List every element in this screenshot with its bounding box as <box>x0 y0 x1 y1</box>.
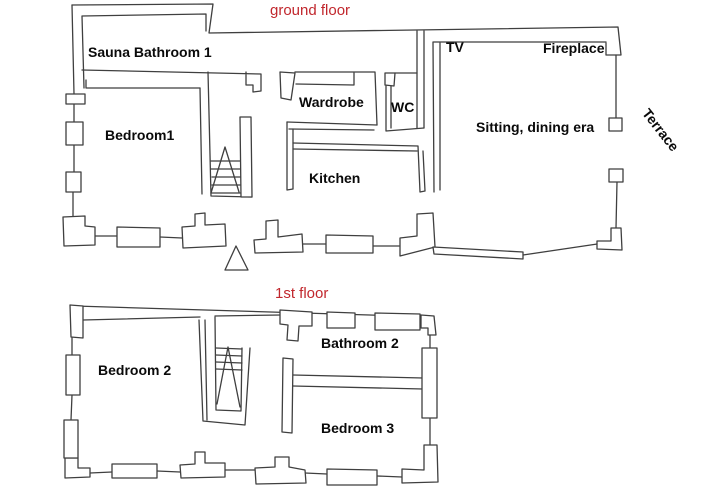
window-block <box>179 451 226 479</box>
window-block <box>65 93 86 105</box>
room-label-fireplace: Fireplace <box>543 40 605 56</box>
room-label-bathroom2: Bathroom 2 <box>321 335 399 351</box>
ground-floor-blocks <box>62 71 624 260</box>
first-floor-blocks <box>63 304 439 486</box>
window-block <box>65 171 82 193</box>
first-floor-plan <box>63 304 439 486</box>
corner-block <box>596 227 623 251</box>
corner-block <box>64 457 91 479</box>
room-label-sauna-bathroom1: Sauna Bathroom 1 <box>88 44 212 60</box>
window-block <box>374 312 421 331</box>
room-label-wc: WC <box>391 99 415 115</box>
wall-pillar <box>384 72 396 87</box>
window-block <box>63 419 79 459</box>
room-label-bedroom1: Bedroom1 <box>105 127 175 143</box>
room-label-tv: TV <box>446 39 464 55</box>
window-block <box>181 212 227 249</box>
corner-block <box>401 444 439 484</box>
corner-block <box>69 304 84 339</box>
terrace-post <box>608 117 623 132</box>
window-block <box>65 354 81 396</box>
corner-block <box>420 314 437 336</box>
first-floor-walls <box>70 305 435 478</box>
terrace-post <box>608 168 624 183</box>
window-block <box>325 234 374 254</box>
wall-pillar <box>281 357 294 434</box>
first-floor-title: 1st floor <box>275 285 329 302</box>
staircase-icon <box>214 316 243 412</box>
window-block <box>254 456 307 485</box>
ground-floor-walls <box>71 3 622 256</box>
staircase-icon <box>210 116 253 198</box>
window-block <box>326 311 356 329</box>
room-label-wardrobe: Wardrobe <box>299 94 364 110</box>
room-label-bedroom3: Bedroom 3 <box>321 420 395 436</box>
corner-block <box>62 215 96 247</box>
window-block <box>111 463 158 479</box>
room-label-kitchen: Kitchen <box>309 170 361 186</box>
entrance-marker-icon <box>224 245 249 271</box>
wall-pillar <box>279 71 296 101</box>
window-block <box>421 347 438 419</box>
room-label-bedroom2: Bedroom 2 <box>98 362 172 378</box>
wall-segment <box>432 246 524 260</box>
ground-floor-plan <box>62 3 624 271</box>
wall-pillar <box>279 309 313 342</box>
window-block <box>326 468 378 486</box>
window-block <box>116 226 161 248</box>
window-block <box>65 121 84 146</box>
ground-floor-title: ground floor <box>270 2 351 19</box>
window-block <box>253 219 304 254</box>
room-label-sitting-dining: Sitting, dining era <box>476 119 595 135</box>
window-block <box>399 212 436 257</box>
